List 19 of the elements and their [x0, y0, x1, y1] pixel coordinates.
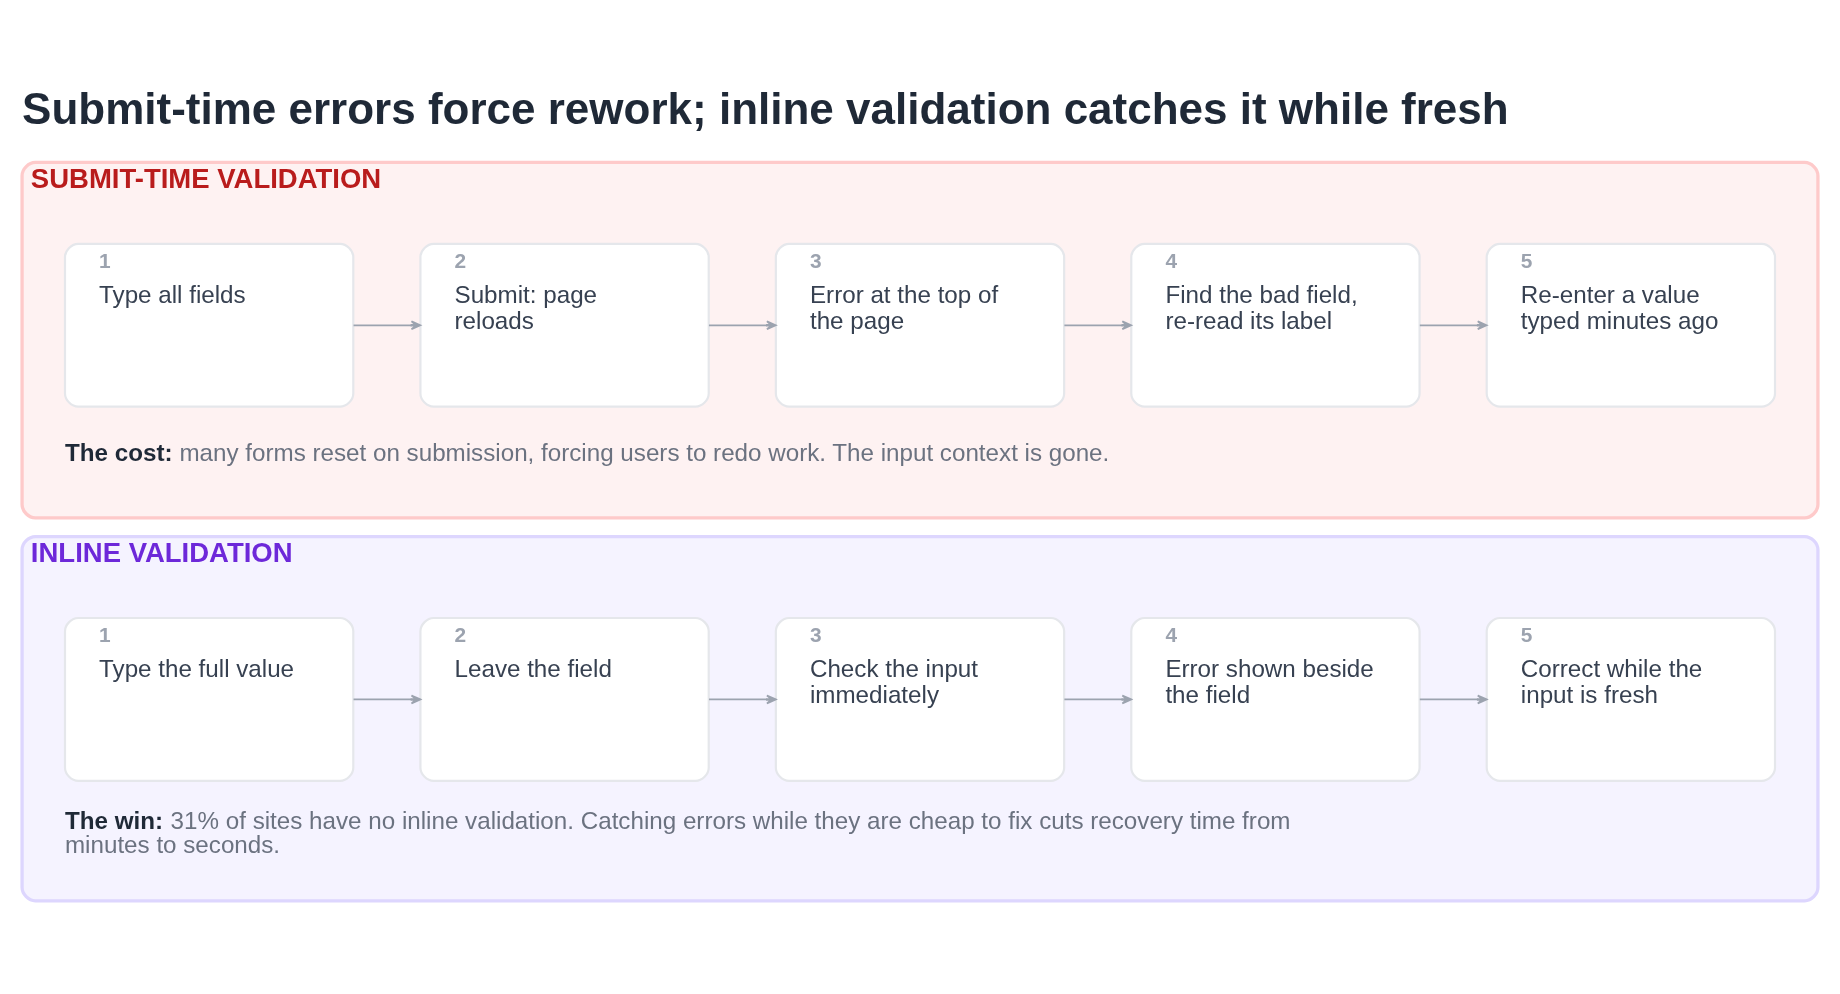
arrow	[1063, 694, 1133, 704]
node-box: 4 Find the bad field, re-read its label	[1130, 242, 1421, 408]
node-box: 2 Submit: page reloads	[419, 242, 710, 408]
node-box: 3 Error at the top of the page	[774, 242, 1066, 408]
arrow	[1063, 319, 1133, 330]
diagram-title: Submit-time errors force rework; inline validation catches it while fresh	[22, 83, 1509, 133]
arrow	[708, 319, 777, 330]
arrow	[352, 694, 422, 704]
node-box: 2 Leave the field	[419, 616, 710, 782]
node-box: 5 Re-enter a value typed minutes ago	[1485, 242, 1777, 408]
node-box: 1 Type all fields	[63, 242, 355, 408]
node-box: 3 Check the input immediately	[774, 616, 1066, 782]
arrow	[1418, 694, 1488, 704]
node-box: 1 Type the full value	[63, 616, 355, 782]
arrow	[708, 694, 777, 704]
node-box: 5 Correct while the input is fresh	[1485, 616, 1777, 782]
arrow	[352, 319, 422, 330]
arrow	[1418, 319, 1488, 330]
node-box: 4 Error shown beside the field	[1130, 616, 1421, 782]
